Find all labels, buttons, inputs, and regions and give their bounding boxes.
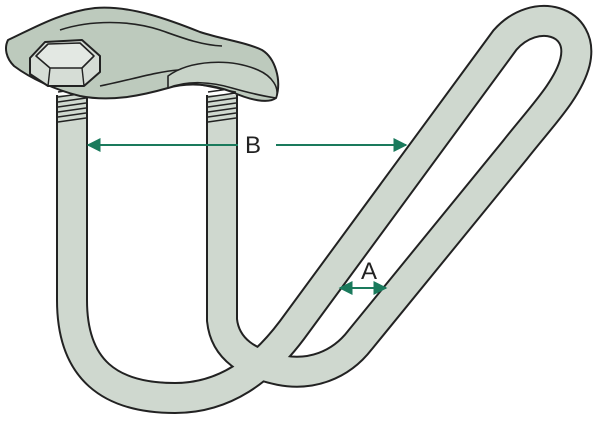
clamp-tab-right: [167, 61, 278, 99]
dimension-a: A: [338, 258, 388, 295]
hex-nut: [29, 39, 101, 87]
dimension-b: B: [86, 132, 408, 159]
dimension-a-label: A: [361, 258, 377, 285]
bent-rod: [56, 5, 593, 414]
dimension-b-label: B: [245, 132, 261, 159]
clamp-ridge-back: [59, 21, 223, 47]
rod-body: [58, 7, 591, 412]
